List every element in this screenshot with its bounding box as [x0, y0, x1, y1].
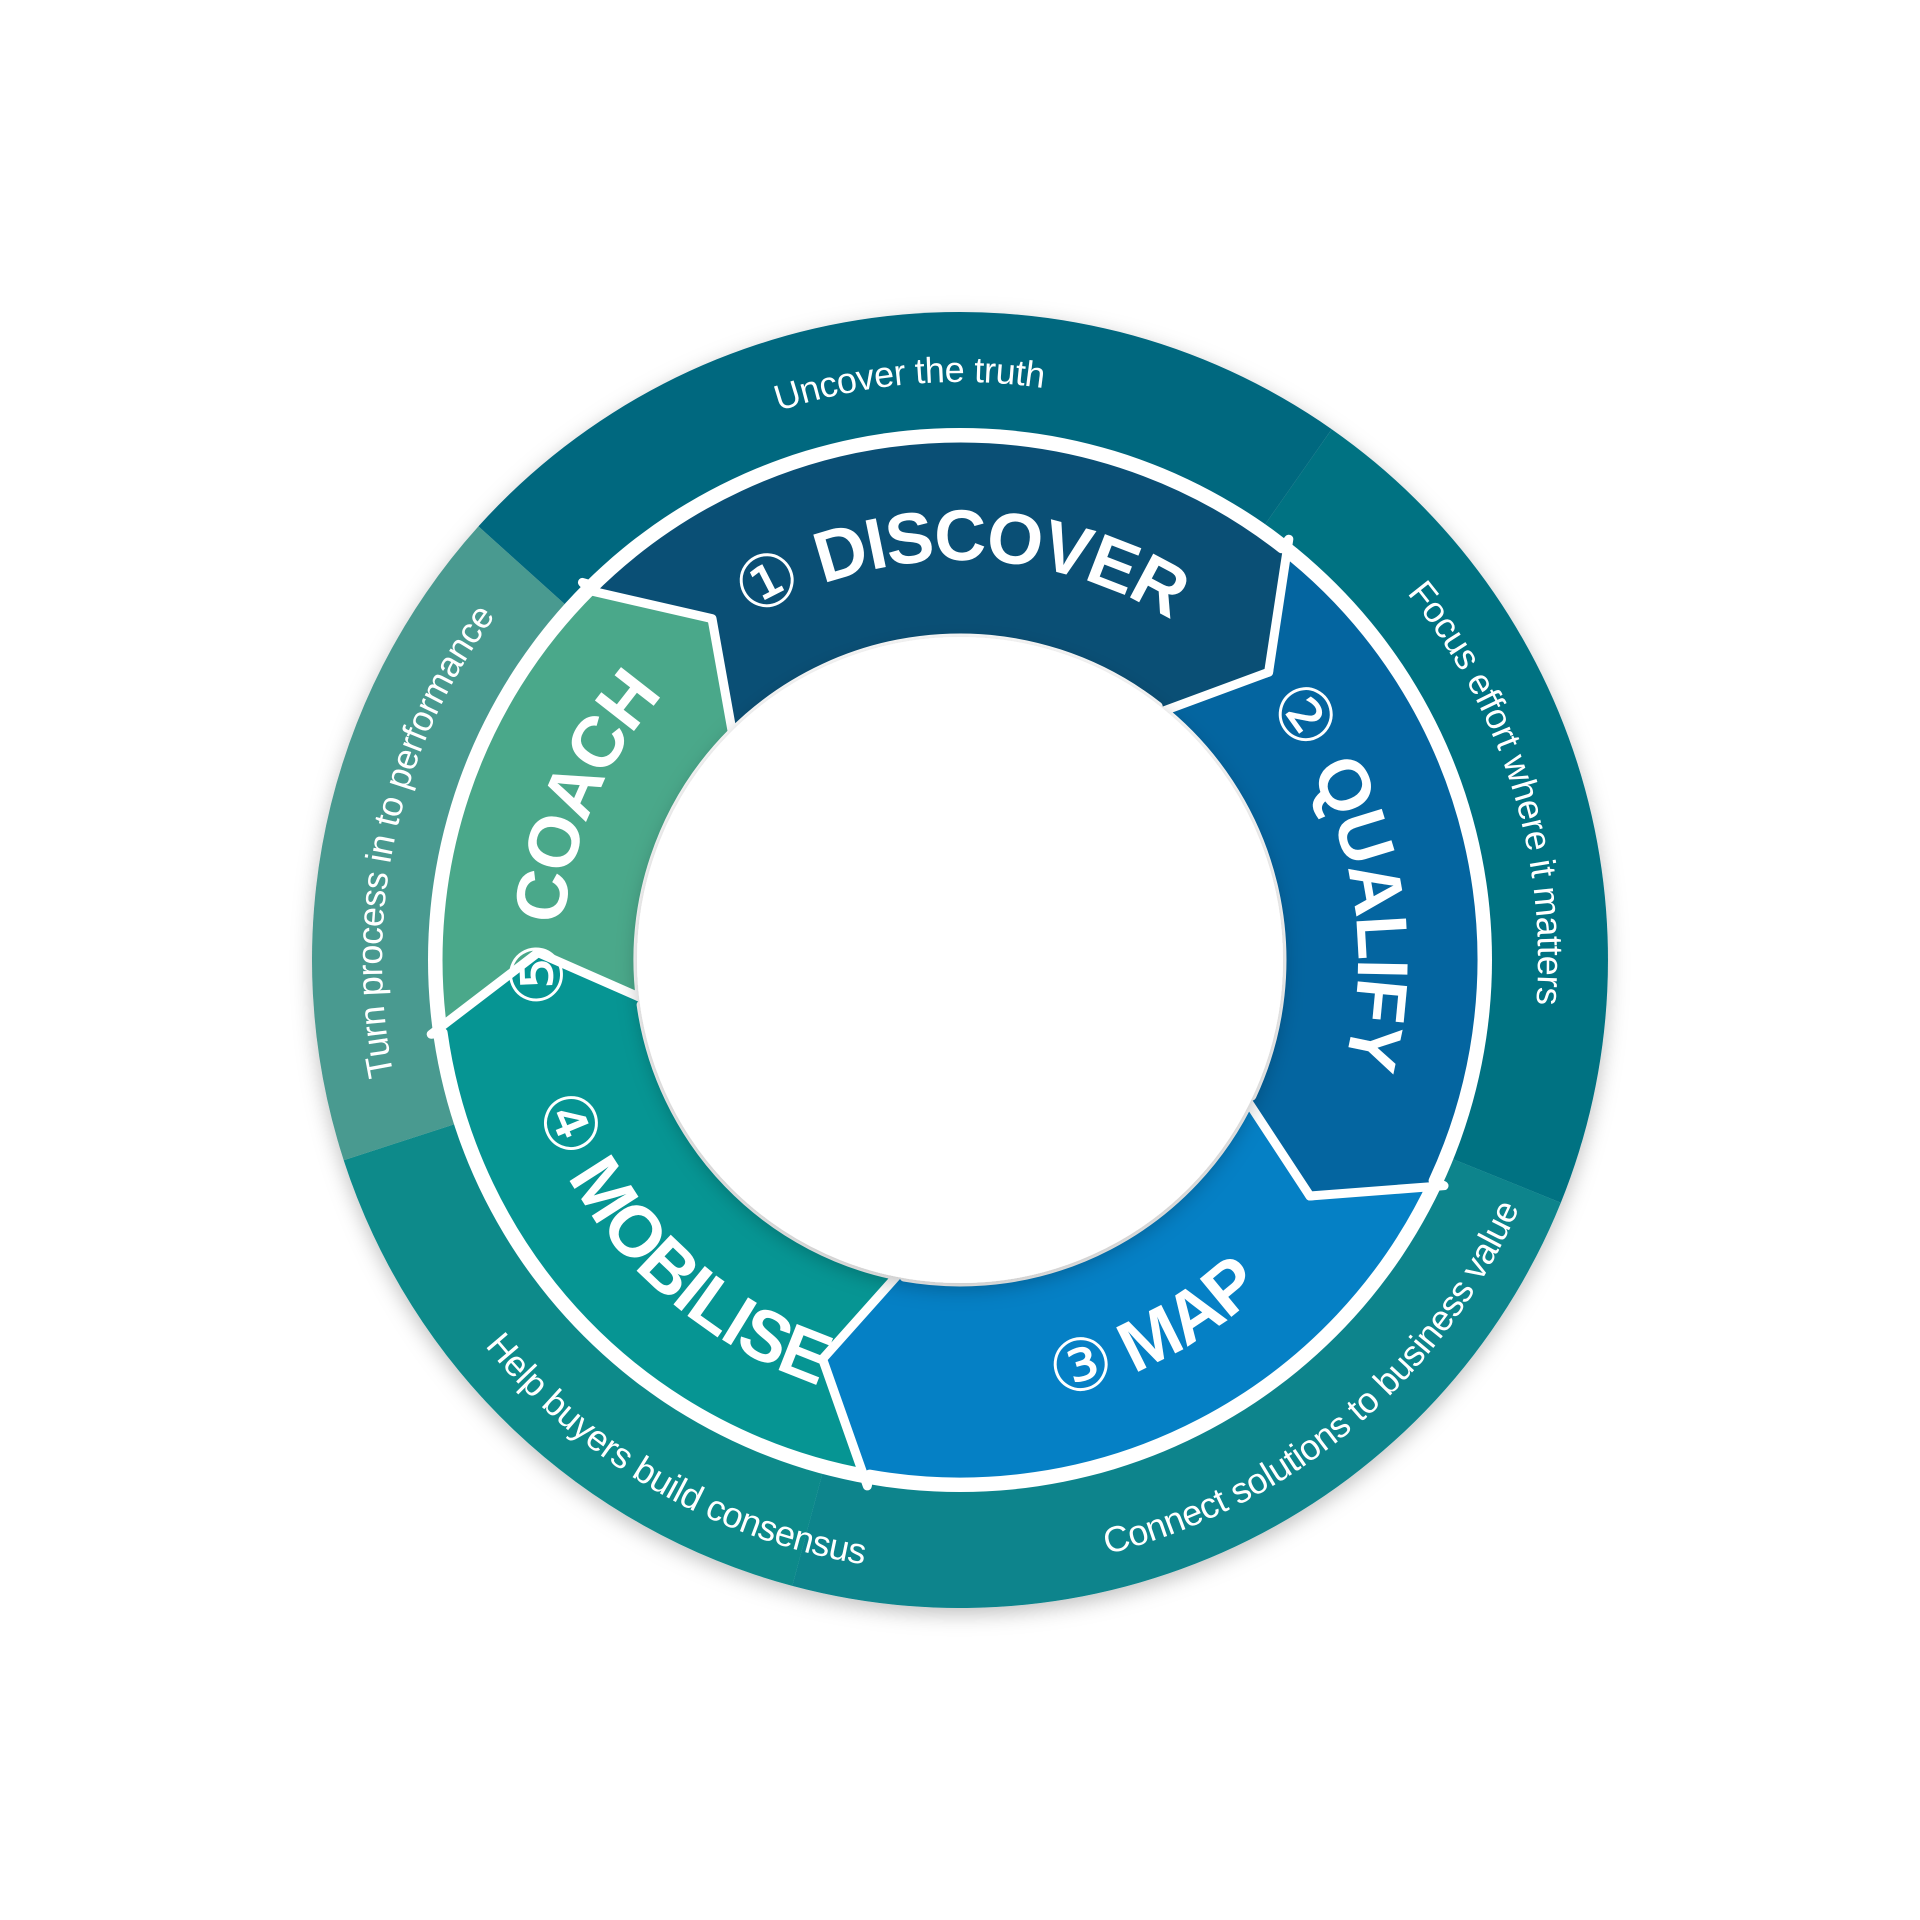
center-hole	[637, 637, 1283, 1283]
step-number-badge: ⑤	[494, 943, 580, 1009]
